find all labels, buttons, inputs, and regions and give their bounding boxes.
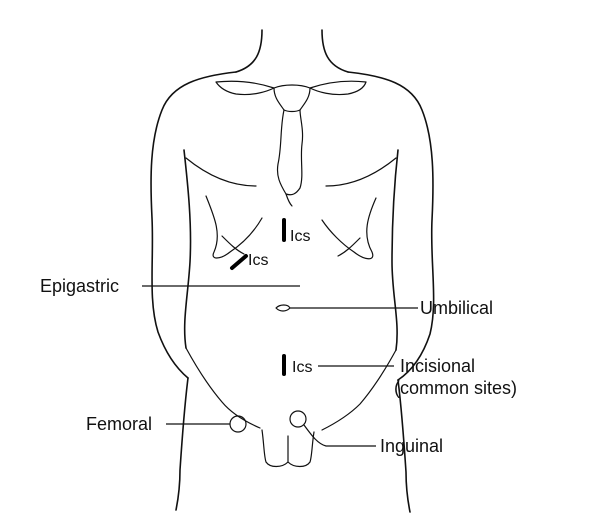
sternum-body [277, 110, 302, 195]
left-rib-detail [222, 236, 244, 254]
neck-right-line [322, 30, 348, 72]
label-inguinal: Inguinal [380, 436, 443, 456]
right-shoulder-arm-outline [348, 72, 434, 380]
neck-left-line [236, 30, 262, 72]
left-shoulder-arm-outline [151, 72, 236, 378]
right-costal-margin [322, 198, 376, 259]
left-clavicle [216, 81, 274, 94]
left-torso-side [184, 150, 191, 348]
label-femoral: Femoral [86, 414, 152, 434]
left-costal-margin [206, 196, 262, 258]
label-epigastric: Epigastric [40, 276, 119, 296]
incision-mark-left-costal [232, 256, 246, 268]
right-pectoral-line [326, 158, 396, 186]
incision-label-upper: Ics [290, 228, 310, 245]
label-umbilical: Umbilical [420, 298, 493, 318]
inguinal-hernia-circle [290, 411, 306, 427]
right-clavicle [310, 81, 366, 94]
right-hip-line [322, 350, 396, 430]
sternum-manubrium [274, 85, 310, 112]
umbilicus-mark [276, 305, 290, 311]
left-hip-line [186, 348, 260, 428]
femoral-hernia-circle [230, 416, 246, 432]
label-incisional-sub: (common sites) [394, 378, 517, 398]
incision-label-lower: Ics [292, 359, 312, 376]
right-torso-side [392, 150, 398, 350]
left-pectoral-line [186, 158, 256, 186]
left-leg-outline [176, 378, 188, 510]
incision-label-left-costal: Ics [248, 252, 268, 269]
sternum-xiphoid [286, 194, 292, 206]
inguinal-leader-line [304, 425, 376, 446]
label-incisional: Incisional [400, 356, 475, 376]
